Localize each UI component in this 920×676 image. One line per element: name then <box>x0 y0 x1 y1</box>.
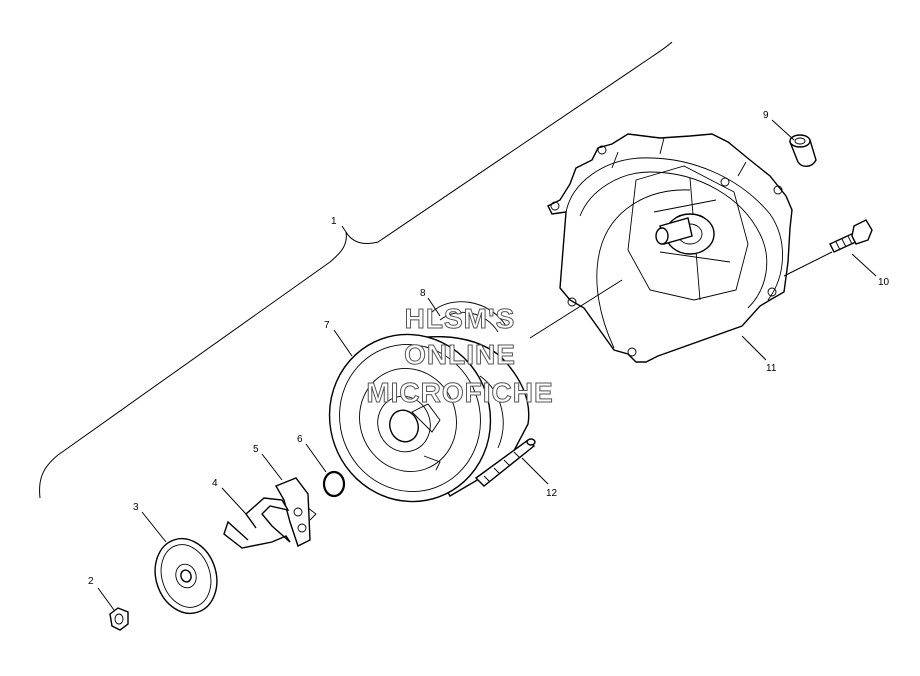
callout-11: 11 <box>766 363 777 374</box>
callout-7: 7 <box>324 320 330 331</box>
leader-lines <box>97 119 877 611</box>
callout-4: 4 <box>212 478 218 489</box>
recoil-spring <box>431 301 507 333</box>
bolt <box>829 219 873 253</box>
callout-8: 8 <box>420 288 426 299</box>
starter-housing <box>547 133 793 363</box>
spring <box>322 470 346 498</box>
drive-plate <box>154 537 218 615</box>
callout-6: 6 <box>297 434 303 445</box>
starter-rope <box>474 438 536 487</box>
callout-5: 5 <box>253 444 259 455</box>
rope-pulley <box>328 333 530 503</box>
nut <box>109 607 129 631</box>
callout-3: 3 <box>133 502 139 513</box>
callout-1: 1 <box>331 216 337 227</box>
bushing <box>789 134 817 167</box>
watermark: HLSM'S ONLINE MICROFICHE <box>366 303 553 409</box>
callout-9: 9 <box>763 110 769 121</box>
callout-12: 12 <box>546 488 558 499</box>
friction-spring <box>223 497 291 549</box>
watermark-line-2: ONLINE <box>404 339 516 370</box>
watermark-line-3: MICROFICHE <box>366 377 553 408</box>
callout-2: 2 <box>88 576 94 587</box>
watermark-line-1: HLSM'S <box>405 303 516 334</box>
callout-10: 10 <box>878 277 890 288</box>
